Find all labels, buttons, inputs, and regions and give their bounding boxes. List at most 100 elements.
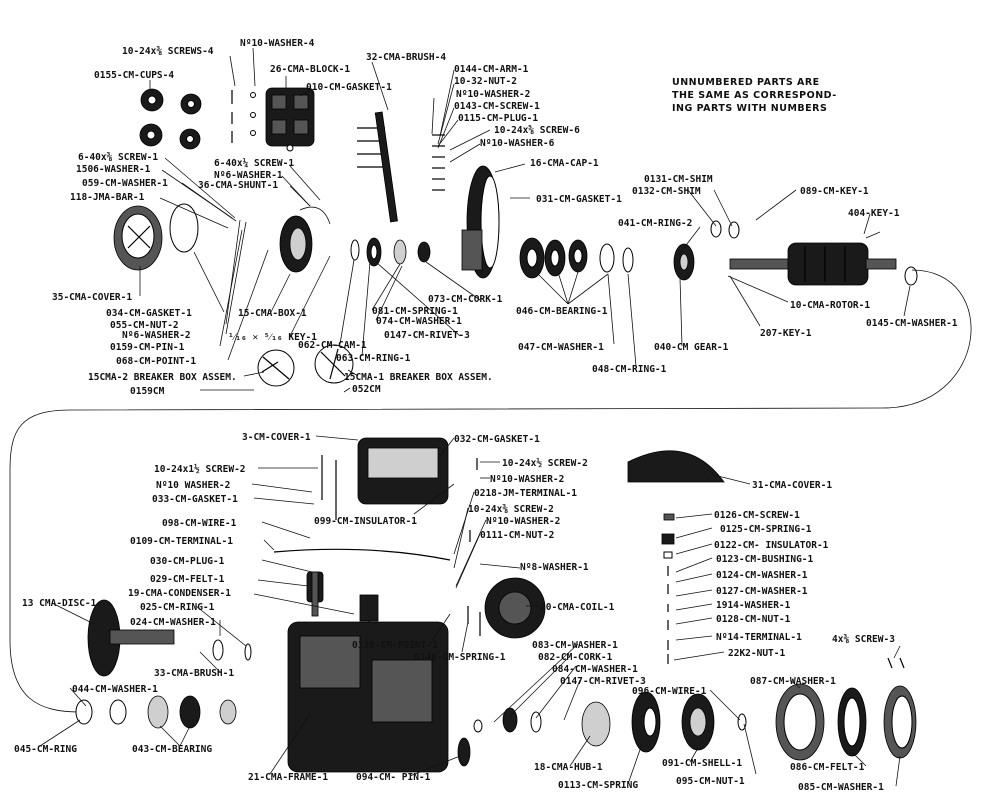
label-screw-0143: 0143-CM-SCREW-1 (454, 101, 540, 112)
label-nut-0128: 0128-CM-NUT-1 (716, 614, 791, 625)
label-washer-n10-2a: Nº10 WASHER-2 (156, 480, 230, 491)
label-plug-0115: 0115-CM-PLUG-1 (458, 113, 538, 124)
cover-31-drawing (627, 450, 725, 483)
label-screw-112: 10-24x1½ SCREW-2 (154, 464, 246, 475)
label-cork-082: 082-CM-CORK-1 (538, 652, 613, 663)
label-spring-0125: 0125-CM-SPRING-1 (720, 524, 812, 535)
label-breaker-2: 15CMA-2 BREAKER BOX ASSEM. (88, 372, 237, 383)
label-key-207: 207-KEY-1 (760, 328, 812, 339)
label-pin-094: 094-CM- PIN-1 (356, 772, 431, 783)
label-screw-10-24-2: 10-24x½ SCREW-2 (502, 458, 588, 469)
label-washer-0145: 0145-CM-WASHER-1 (866, 318, 958, 329)
label-insulator-0122: 0122-CM- INSULATOR-1 (714, 540, 829, 551)
label-disc: 13 CMA-DISC-1 (22, 598, 97, 609)
note-line-2: THE SAME AS CORRESPOND- (672, 90, 837, 101)
label-terminal-n14: Nº14-TERMINAL-1 (716, 632, 802, 643)
label-nut-2-top: 10-32-NUT-2 (454, 76, 517, 87)
lower-bearing-drawing (75, 695, 237, 729)
label-washer-0124: 0124-CM-WASHER-1 (716, 570, 808, 581)
label-arm: 0144-CM-ARM-1 (454, 64, 529, 75)
label-point-0138: 0138-CM-POINT-1 (352, 640, 438, 651)
label-gasket-031: 031-CM-GASKET-1 (536, 194, 622, 205)
small-screws-drawing (231, 90, 256, 143)
label-screw-6: 10-24x⅝ SCREW-6 (494, 125, 580, 136)
coil-drawing (467, 577, 546, 639)
label-washer-044: 044-CM-WASHER-1 (72, 684, 158, 695)
label-screw-0126: 0126-CM-SCREW-1 (714, 510, 800, 521)
note-line-3: ING PARTS WITH NUMBERS (672, 103, 827, 114)
label-rotor: 10-CMA-ROTOR-1 (790, 300, 870, 311)
brush-block-drawing (265, 87, 315, 152)
label-brush-33: 33-CMA-BRUSH-1 (154, 668, 234, 679)
label-nut-22k2: 22K2-NUT-1 (728, 648, 785, 659)
screws-6-drawing (432, 134, 445, 191)
cover-35-drawing (113, 203, 199, 271)
label-key-089: 089-CM-KEY-1 (800, 186, 869, 197)
cover-3-drawing (335, 437, 449, 520)
label-shunt: 36-CMA-SHUNT-1 (198, 180, 278, 191)
label-cam: 062-CM-CAM-1 (298, 340, 367, 351)
label-terminal-0218: 0218-JM-TERMINAL-1 (474, 488, 577, 499)
label-rivet-0147b: 0147-CM-RIVET-3 (560, 676, 646, 687)
label-washer-083: 083-CM-WASHER-1 (532, 640, 618, 651)
breaker-box-drawing (279, 206, 331, 273)
wire-drawing (273, 548, 451, 561)
label-cork-073: 073-CM-CORK-1 (428, 294, 503, 305)
label-ring-048: 048-CM-RING-1 (592, 364, 667, 375)
screws-terminal-drawing (321, 455, 478, 542)
label-shim-0131: 0131-CM-SHIM (644, 174, 713, 185)
label-washer-n10-2b: Nº10-WASHER-2 (490, 474, 564, 485)
disc-drawing (87, 599, 252, 677)
label-washer-0127: 0127-CM-WASHER-1 (716, 586, 808, 597)
label-cm-052: 052CM (352, 384, 381, 395)
label-gasket-010: 010-CM-GASKET-1 (306, 82, 392, 93)
label-ring-025: 025-CM-RING-1 (140, 602, 215, 613)
label-pin-0159: 0159-CM-PIN-1 (110, 342, 185, 353)
label-frame: 21-CMA-FRAME-1 (248, 772, 328, 783)
label-gasket-032: 032-CM-GASKET-1 (454, 434, 540, 445)
label-breaker-1: 15CMA-1 BREAKER BOX ASSEM. (344, 372, 493, 383)
label-key-404: 404-KEY-1 (848, 208, 900, 219)
label-ring-063: 063-CM-RING-1 (336, 353, 411, 364)
plug-felt-drawing (306, 571, 324, 617)
label-nut-095: 095-CM-NUT-1 (676, 776, 745, 787)
sweep-line (9, 269, 972, 713)
label-washer-1506: 1506-WASHER-1 (76, 164, 151, 175)
label-washer-087: 087-CM-WASHER-1 (750, 676, 836, 687)
labels-top: 10-24x⅜ SCREWS-4 Nº10-WASHER-4 0155-CM-C… (52, 38, 958, 397)
brushes-drawing (357, 111, 398, 223)
hub-pulley-drawing (473, 683, 917, 761)
label-washer-n10-2c: Nº10-WASHER-2 (486, 516, 560, 527)
label-gasket-033: 033-CM-GASKET-1 (152, 494, 238, 505)
label-rivet-0147: 0147-CM-RIVET-3 (384, 330, 470, 341)
label-ring-041: 041-CM-RING-2 (618, 218, 692, 229)
label-felt-029: 029-CM-FELT-1 (150, 574, 225, 585)
label-cover-3: 3-CM-COVER-1 (242, 432, 311, 443)
label-shim-0132: 0132-CM-SHIM (632, 186, 701, 197)
label-insulator-099: 099-CM-INSULATOR-1 (314, 516, 417, 527)
label-point-068: 068-CM-POINT-1 (116, 356, 196, 367)
label-coil: 20-CMA-COIL-1 (540, 602, 615, 613)
label-bearing-043: 043-CM-BEARING (132, 744, 212, 755)
label-screws-4: 10-24x⅜ SCREWS-4 (122, 46, 214, 57)
label-washer-024: 024-CM-WASHER-1 (130, 617, 216, 628)
leader-lines (39, 47, 911, 787)
label-gear-040: 040-CM GEAR-1 (654, 342, 729, 353)
note-line-1: UNNUMBERED PARTS ARE (672, 77, 820, 88)
end-cap-drawing (461, 165, 500, 279)
label-cover-35: 35-CMA-COVER-1 (52, 292, 132, 303)
cam-ring-drawing (350, 237, 431, 267)
label-washer-084: 084-CM-WASHER-1 (552, 664, 638, 675)
label-cups: 0155-CM-CUPS-4 (94, 70, 174, 81)
label-screw-10-24-2b: 10-24x⅜ SCREW-2 (468, 504, 554, 515)
label-nut-055: 055-CM-NUT-2 (110, 320, 179, 331)
label-washer-2-top: Nº10-WASHER-2 (456, 89, 530, 100)
label-washer-n6: Nº6-WASHER-1 (214, 170, 283, 181)
label-washer-1914: 1914-WASHER-1 (716, 600, 791, 611)
label-bearing-046: 046-CM-BEARING-1 (516, 306, 608, 317)
label-washer-059: 059-CM-WASHER-1 (82, 178, 168, 189)
label-brush-4: 32-CMA-BRUSH-4 (366, 52, 446, 63)
label-box: 15-CMA-BOX-1 (238, 308, 307, 319)
label-spring-0113: 0113-CM-SPRING (558, 780, 638, 791)
label-shell: 091-CM-SHELL-1 (662, 758, 742, 769)
